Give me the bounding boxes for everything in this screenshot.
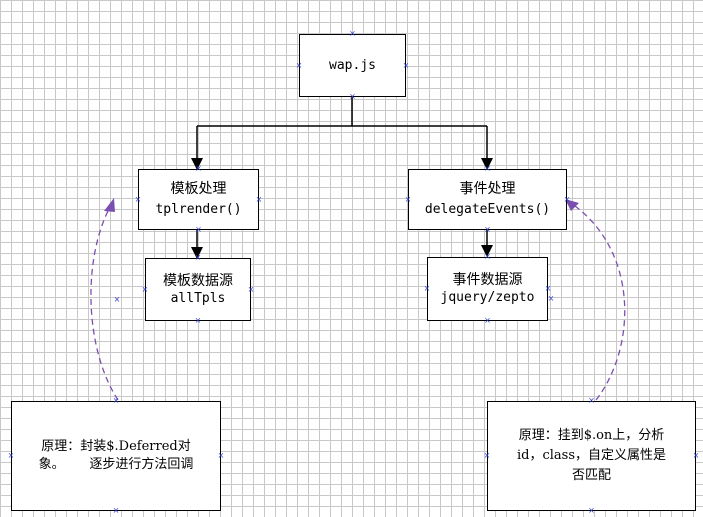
connection-handle-icon[interactable]: × bbox=[113, 295, 121, 304]
node-event-note-line3: 否匹配 bbox=[571, 468, 611, 483]
node-event-note-line1: 原理：挂到$.on上，分析 bbox=[518, 428, 665, 443]
node-event-note[interactable]: 原理：挂到$.on上，分析 id，class，自定义属性是 否匹配 bbox=[487, 401, 696, 511]
connection-handle-icon[interactable]: × bbox=[194, 316, 202, 325]
connection-handle-icon[interactable]: × bbox=[195, 164, 202, 173]
node-template-processing-function: tplrender() bbox=[155, 202, 242, 217]
node-template-datasource-title: 模板数据源 bbox=[163, 272, 233, 289]
connection-handle-icon[interactable]: × bbox=[141, 284, 149, 294]
connection-handle-icon[interactable]: × bbox=[484, 225, 491, 234]
dashed-arrow-template-note bbox=[90, 206, 119, 401]
arrowhead-to-template bbox=[191, 158, 203, 170]
connection-handle-icon[interactable]: × bbox=[112, 396, 120, 405]
connection-handle-icon[interactable]: × bbox=[194, 253, 202, 262]
node-template-note-line2: 象。 逐步进行方法回调 bbox=[38, 457, 194, 472]
connection-handle-icon[interactable]: × bbox=[547, 294, 555, 303]
dashed-arrow-event-note-head bbox=[565, 199, 579, 211]
node-template-datasource[interactable]: 模板数据源 allTpls bbox=[145, 258, 251, 321]
connection-handle-icon[interactable]: × bbox=[7, 451, 15, 460]
node-event-processing-function: delegateEvents() bbox=[424, 202, 551, 217]
node-template-note-line1: 原理：封装$.Deferred对 bbox=[41, 439, 191, 454]
connection-handle-icon[interactable]: × bbox=[134, 194, 142, 204]
connection-handle-icon[interactable]: × bbox=[588, 396, 595, 405]
node-wap-js[interactable]: wap.js bbox=[299, 34, 406, 97]
connection-handle-icon[interactable]: × bbox=[423, 284, 431, 293]
node-event-processing[interactable]: 事件处理 delegateEvents() bbox=[408, 169, 567, 230]
arrowhead-template-source bbox=[191, 247, 203, 259]
connection-handle-icon[interactable]: × bbox=[349, 29, 356, 38]
connection-handle-icon[interactable]: × bbox=[484, 316, 491, 325]
node-event-datasource-title: 事件数据源 bbox=[452, 272, 523, 288]
arrowhead-to-event bbox=[481, 158, 493, 170]
node-event-datasource-name: jquery/zepto bbox=[440, 290, 535, 305]
node-template-datasource-name: allTpls bbox=[170, 290, 226, 306]
connection-handle-icon[interactable]: × bbox=[295, 60, 303, 70]
node-event-note-line2: id，class，自定义属性是 bbox=[516, 448, 666, 463]
connection-handle-icon[interactable]: × bbox=[247, 284, 255, 294]
node-event-datasource[interactable]: 事件数据源 jquery/zepto bbox=[427, 257, 548, 321]
connection-handle-icon[interactable]: × bbox=[692, 451, 700, 460]
node-template-processing[interactable]: 模板处理 tplrender() bbox=[138, 169, 259, 230]
connection-handle-icon[interactable]: × bbox=[563, 194, 571, 204]
node-event-processing-title: 事件处理 bbox=[459, 181, 516, 197]
node-template-note[interactable]: 原理：封装$.Deferred对 象。 逐步进行方法回调 bbox=[11, 401, 221, 511]
connection-handle-icon[interactable]: × bbox=[588, 506, 595, 515]
node-template-processing-title: 模板处理 bbox=[170, 181, 227, 197]
connection-handle-icon[interactable]: × bbox=[402, 60, 410, 70]
dashed-arrow-template-note-head bbox=[104, 198, 115, 212]
connection-handle-icon[interactable]: × bbox=[217, 451, 225, 460]
connection-handle-icon[interactable]: × bbox=[195, 225, 202, 234]
connection-handle-icon[interactable]: × bbox=[255, 194, 263, 204]
connection-handle-icon[interactable]: × bbox=[484, 252, 491, 261]
arrowhead-event-source bbox=[481, 245, 493, 257]
connection-handle-icon[interactable]: × bbox=[484, 164, 491, 173]
connection-handle-icon[interactable]: × bbox=[404, 194, 412, 204]
node-wap-js-label: wap.js bbox=[329, 57, 376, 73]
connection-handle-icon[interactable]: × bbox=[349, 92, 356, 101]
connection-handle-icon[interactable]: × bbox=[112, 506, 120, 515]
connection-handle-icon[interactable]: × bbox=[544, 284, 552, 293]
dashed-arrow-event-note bbox=[574, 205, 626, 401]
connection-handle-icon[interactable]: × bbox=[483, 451, 491, 460]
